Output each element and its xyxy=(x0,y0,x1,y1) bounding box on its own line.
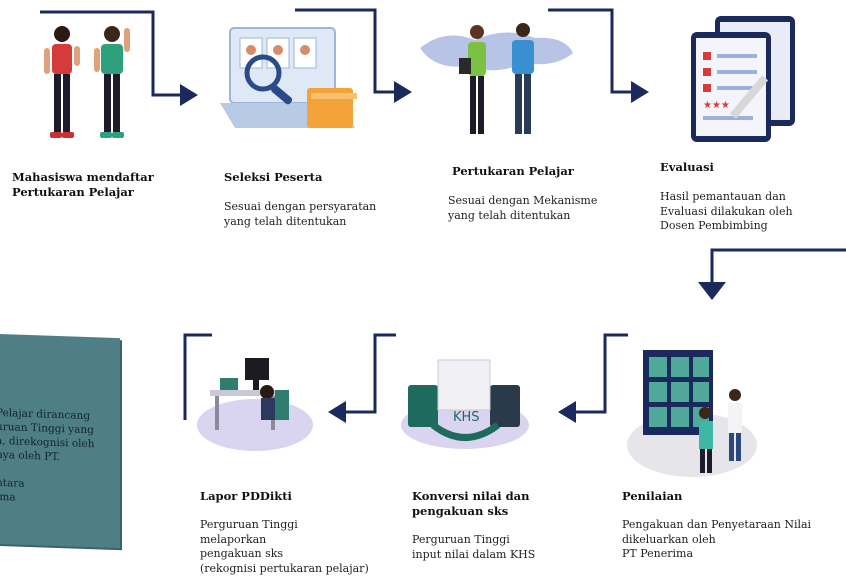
khs-conversion-illustration: KHS xyxy=(401,359,529,449)
connector-1-2 xyxy=(40,10,180,97)
step-1-title: Mahasiswa mendaftar Pertukaran Pelajar xyxy=(12,170,154,199)
connector-7-bracket xyxy=(183,333,212,420)
exchange-illustration xyxy=(420,23,573,134)
svg-text:★★★: ★★★ xyxy=(703,100,730,111)
partial-note-box: Pelajar dirancang uruan Tinggi yang a, d… xyxy=(0,333,120,549)
step-4-title: Evaluasi xyxy=(660,160,714,174)
arrow-left-icon xyxy=(558,401,576,423)
connector-5-6 xyxy=(575,333,628,414)
arrow-left-icon xyxy=(328,401,346,423)
assessment-illustration xyxy=(627,350,757,477)
step-5-desc: Pengakuan dan Penyetaraan Nilai dikeluar… xyxy=(622,518,812,560)
arrow-right-icon xyxy=(394,81,412,103)
step-4-desc: Hasil pemantauan dan Evaluasi dilakukan … xyxy=(660,190,793,232)
step-6-desc: Perguruan Tinggi input nilai dalam KHS xyxy=(412,533,536,561)
connector-4-5 xyxy=(710,248,846,284)
reporting-desk-illustration xyxy=(197,358,313,451)
step-7-desc: Perguruan Tinggi melaporkan pengakuan sk… xyxy=(200,518,369,575)
step-7-title: Lapor PDDikti xyxy=(200,489,292,503)
step-2-title: Seleksi Peserta xyxy=(224,170,323,184)
step-3-desc: Sesuai dengan Mekanisme yang telah diten… xyxy=(448,194,598,222)
note-line: ima xyxy=(0,490,16,504)
step-5-title: Penilaian xyxy=(622,489,683,503)
note-text: Pelajar dirancang uruan Tinggi yang a, d… xyxy=(0,406,114,508)
step-6-title: Konversi nilai dan pengakuan sks xyxy=(412,489,530,518)
step-2-desc: Sesuai dengan persyaratan yang telah dit… xyxy=(224,200,377,228)
evaluation-illustration: ★★★ xyxy=(691,16,795,142)
connector-3-4 xyxy=(548,8,632,94)
connector-2-3 xyxy=(295,8,395,94)
arrow-down-icon xyxy=(698,282,726,300)
khs-label: KHS xyxy=(453,410,480,425)
connector-6-7 xyxy=(345,333,396,414)
students-illustration xyxy=(44,26,130,138)
arrow-right-icon xyxy=(180,84,198,106)
arrow-right-icon xyxy=(631,81,649,103)
selection-illustration xyxy=(220,27,357,128)
step-3-title: Pertukaran Pelajar xyxy=(452,164,574,178)
